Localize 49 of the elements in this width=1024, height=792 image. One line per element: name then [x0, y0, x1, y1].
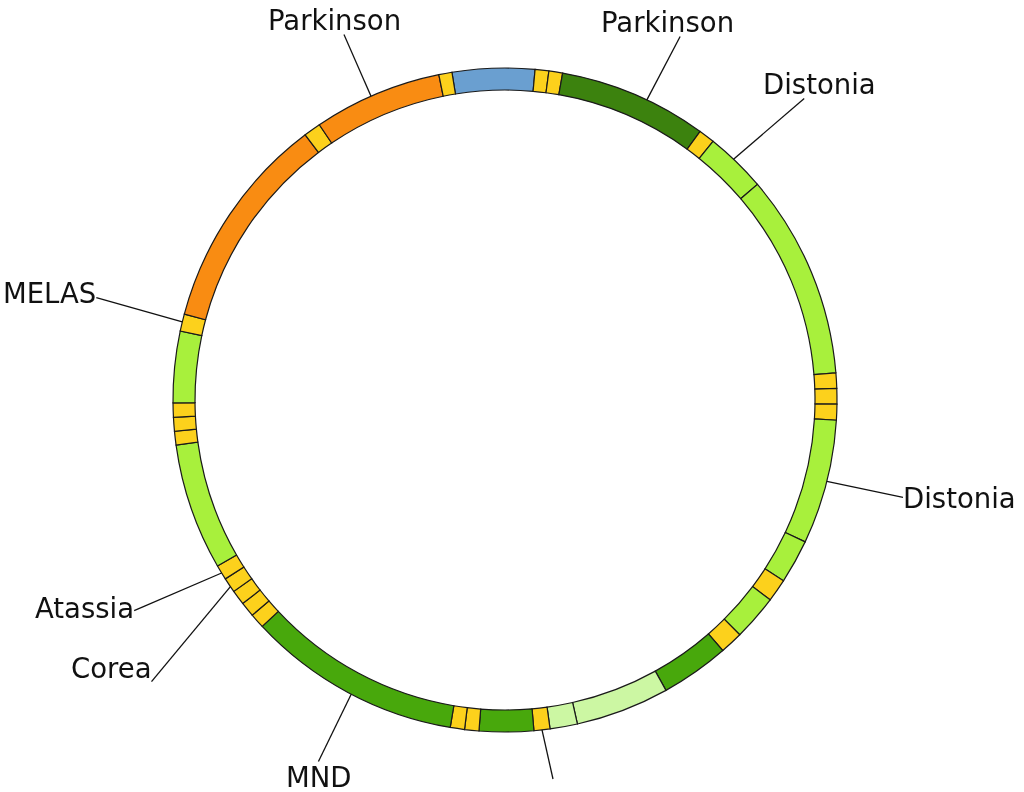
callout-label: Parkinson — [268, 4, 402, 35]
ring-segment — [545, 70, 564, 96]
ring-segment — [175, 441, 238, 567]
ring-segment — [438, 71, 457, 97]
ring-segment — [740, 183, 837, 376]
ring-segment — [686, 130, 714, 159]
callout-label: Parkinson — [601, 6, 735, 37]
leader-line — [317, 693, 352, 763]
ring-segment — [173, 428, 199, 446]
leader-line — [732, 97, 805, 160]
ring-segment — [242, 589, 270, 616]
ring-segment — [814, 387, 838, 405]
callout-label: MND — [286, 761, 352, 792]
leader-line — [150, 585, 232, 683]
callout-label: MELAS — [3, 277, 97, 308]
ring-segment — [572, 670, 667, 725]
ring-segment — [172, 330, 203, 404]
ring-segment — [183, 134, 320, 321]
ring-segment — [654, 633, 724, 691]
callout-label: Distonia — [763, 68, 876, 99]
ring-segment — [752, 568, 785, 601]
ring-segment — [233, 578, 261, 605]
ring-segment — [261, 610, 455, 729]
leader-line — [826, 480, 904, 498]
leader-line — [541, 729, 554, 780]
ring-segment — [784, 418, 837, 543]
leader-line — [133, 572, 223, 612]
callout-label: Distonia — [903, 482, 1016, 513]
ring-segment — [449, 705, 468, 731]
leader-line — [646, 35, 681, 101]
ring-segment — [558, 72, 701, 150]
callout-label: Corea — [71, 652, 152, 683]
ring-segment — [224, 566, 253, 592]
ring-segment — [251, 600, 279, 627]
ring-segment — [546, 701, 578, 730]
ring-segment — [698, 140, 759, 200]
ring-segment — [707, 618, 741, 652]
leader-line — [343, 33, 372, 97]
callout-label: Atassia — [35, 592, 135, 623]
leader-line — [95, 296, 183, 323]
ring-segment — [532, 68, 550, 94]
ring-segment — [216, 554, 245, 580]
ring-segment — [451, 67, 536, 95]
ring-segment — [764, 531, 806, 582]
ring-segment — [304, 124, 333, 153]
ring-segment — [478, 708, 535, 733]
ring-segment — [723, 585, 771, 636]
ring-segment — [179, 313, 207, 337]
ring-segment — [318, 74, 444, 144]
